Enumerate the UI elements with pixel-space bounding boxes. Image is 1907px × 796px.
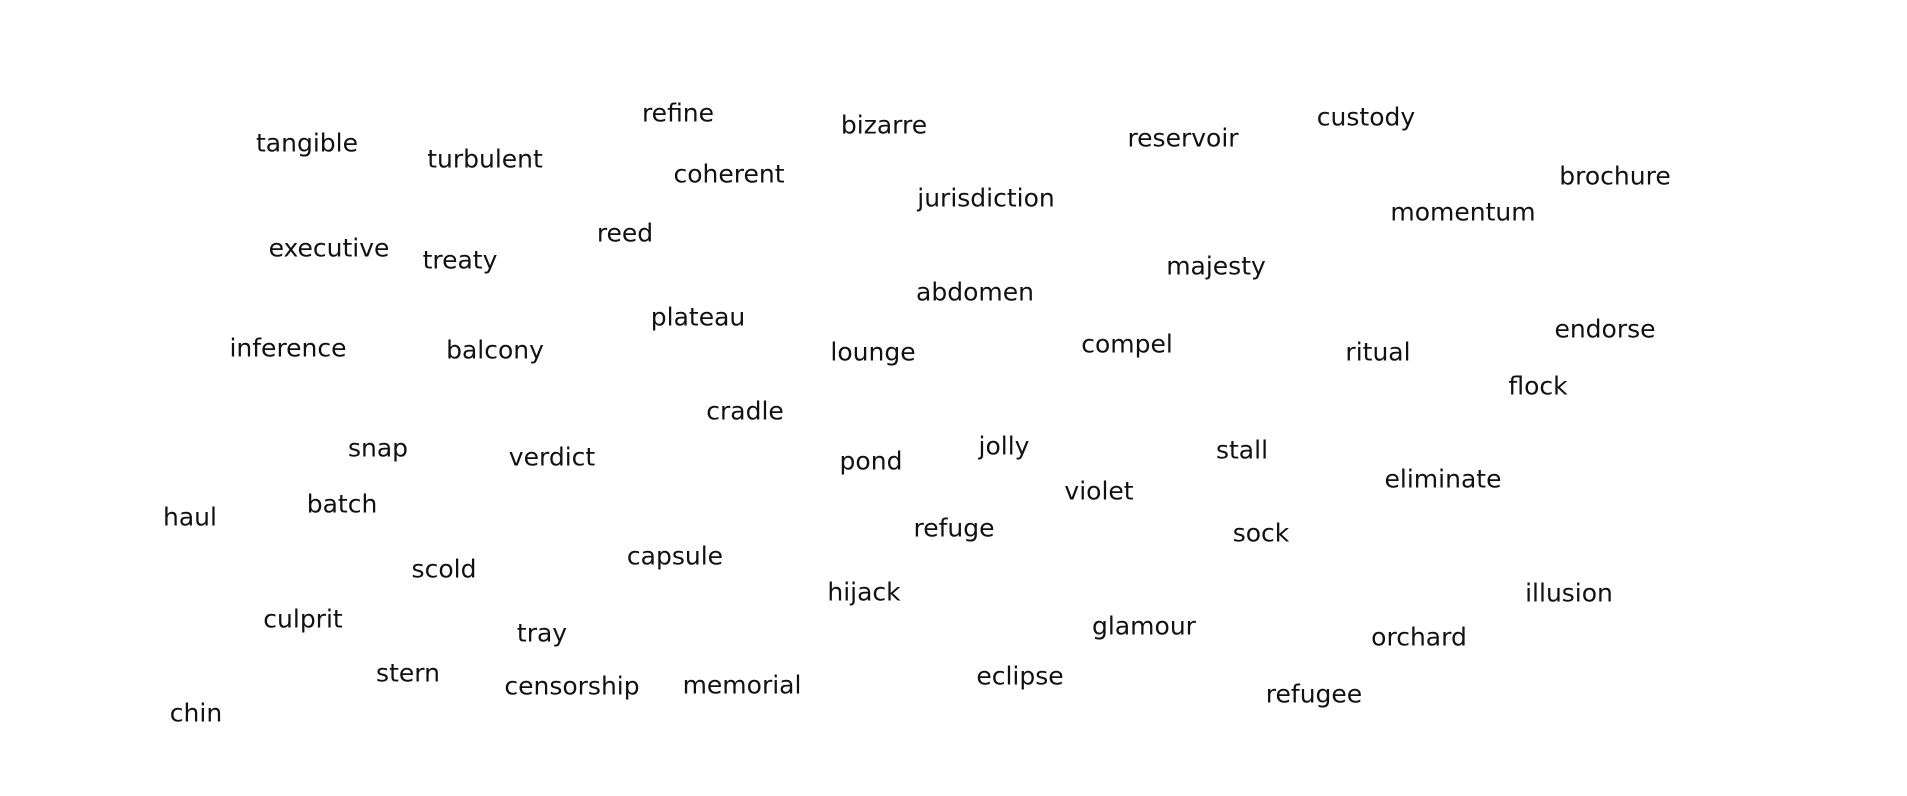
- word-bizarre: bizarre: [840, 110, 928, 140]
- word-custody: custody: [1316, 102, 1416, 132]
- word-balcony: balcony: [446, 335, 544, 365]
- word-haul: haul: [163, 502, 217, 532]
- word-verdict: verdict: [508, 442, 596, 472]
- word-majesty: majesty: [1166, 251, 1266, 281]
- word-abdomen: abdomen: [916, 277, 1034, 307]
- word-memorial: memorial: [682, 670, 802, 700]
- word-executive: executive: [268, 233, 390, 263]
- word-turbulent: turbulent: [427, 144, 543, 174]
- word-illusion: illusion: [1525, 578, 1613, 608]
- word-flock: flock: [1508, 371, 1568, 401]
- word-glamour: glamour: [1092, 611, 1196, 641]
- word-inference: inference: [229, 333, 347, 363]
- word-pond: pond: [839, 446, 903, 476]
- word-brochure: brochure: [1559, 161, 1671, 191]
- word-chin: chin: [169, 698, 223, 728]
- word-momentum: momentum: [1390, 197, 1536, 227]
- word-hijack: hijack: [827, 577, 901, 607]
- word-stern: stern: [376, 658, 440, 688]
- word-coherent: coherent: [673, 159, 785, 189]
- word-scold: scold: [411, 554, 477, 584]
- word-refine: refine: [641, 98, 715, 128]
- word-censorship: censorship: [504, 671, 640, 701]
- word-snap: snap: [347, 433, 409, 463]
- word-endorse: endorse: [1554, 314, 1656, 344]
- word-orchard: orchard: [1371, 622, 1467, 652]
- word-tray: tray: [516, 618, 568, 648]
- word-treaty: treaty: [422, 245, 498, 275]
- word-refuge: refuge: [913, 513, 995, 543]
- word-lounge: lounge: [830, 337, 916, 367]
- word-sock: sock: [1232, 518, 1290, 548]
- word-jurisdiction: jurisdiction: [917, 183, 1055, 213]
- word-reed: reed: [596, 218, 654, 248]
- word-batch: batch: [306, 489, 378, 519]
- word-ritual: ritual: [1345, 337, 1411, 367]
- word-jolly: jolly: [978, 431, 1030, 461]
- word-cradle: cradle: [706, 396, 784, 426]
- word-culprit: culprit: [263, 604, 343, 634]
- word-eclipse: eclipse: [976, 661, 1064, 691]
- word-stall: stall: [1215, 435, 1269, 465]
- word-reservoir: reservoir: [1127, 123, 1239, 153]
- word-plateau: plateau: [650, 302, 746, 332]
- word-eliminate: eliminate: [1384, 464, 1502, 494]
- word-capsule: capsule: [626, 541, 724, 571]
- word-tangible: tangible: [256, 128, 358, 158]
- word-violet: violet: [1064, 476, 1134, 506]
- word-refugee: refugee: [1265, 679, 1363, 709]
- word-compel: compel: [1081, 329, 1173, 359]
